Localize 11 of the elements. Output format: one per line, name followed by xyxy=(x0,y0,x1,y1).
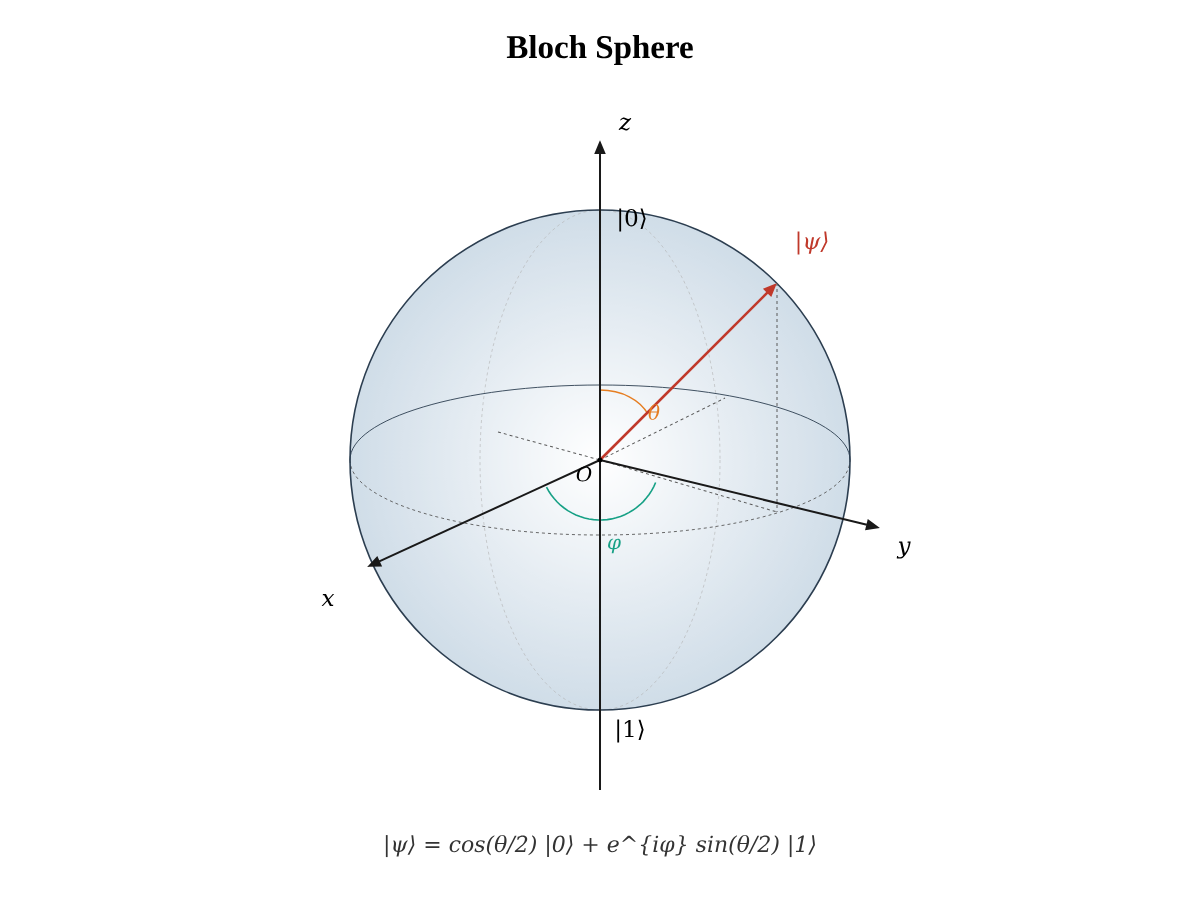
angle-label: θ xyxy=(648,404,660,420)
title: Bloch Sphere xyxy=(506,35,693,65)
state-label: |0⟩ xyxy=(619,208,646,232)
axis-label: z xyxy=(618,117,632,131)
state-label: |ψ⟩ xyxy=(797,231,828,255)
axis-label: x xyxy=(321,594,335,606)
axis-label: y xyxy=(896,541,911,559)
angle-label: φ xyxy=(608,538,621,554)
formula-caption: |ψ⟩ = cos(θ/2) |0⟩ + e^{iφ} sin(θ/2) |1⟩ xyxy=(385,834,815,858)
state-label: |1⟩ xyxy=(617,719,644,743)
origin-label: O xyxy=(576,466,592,482)
